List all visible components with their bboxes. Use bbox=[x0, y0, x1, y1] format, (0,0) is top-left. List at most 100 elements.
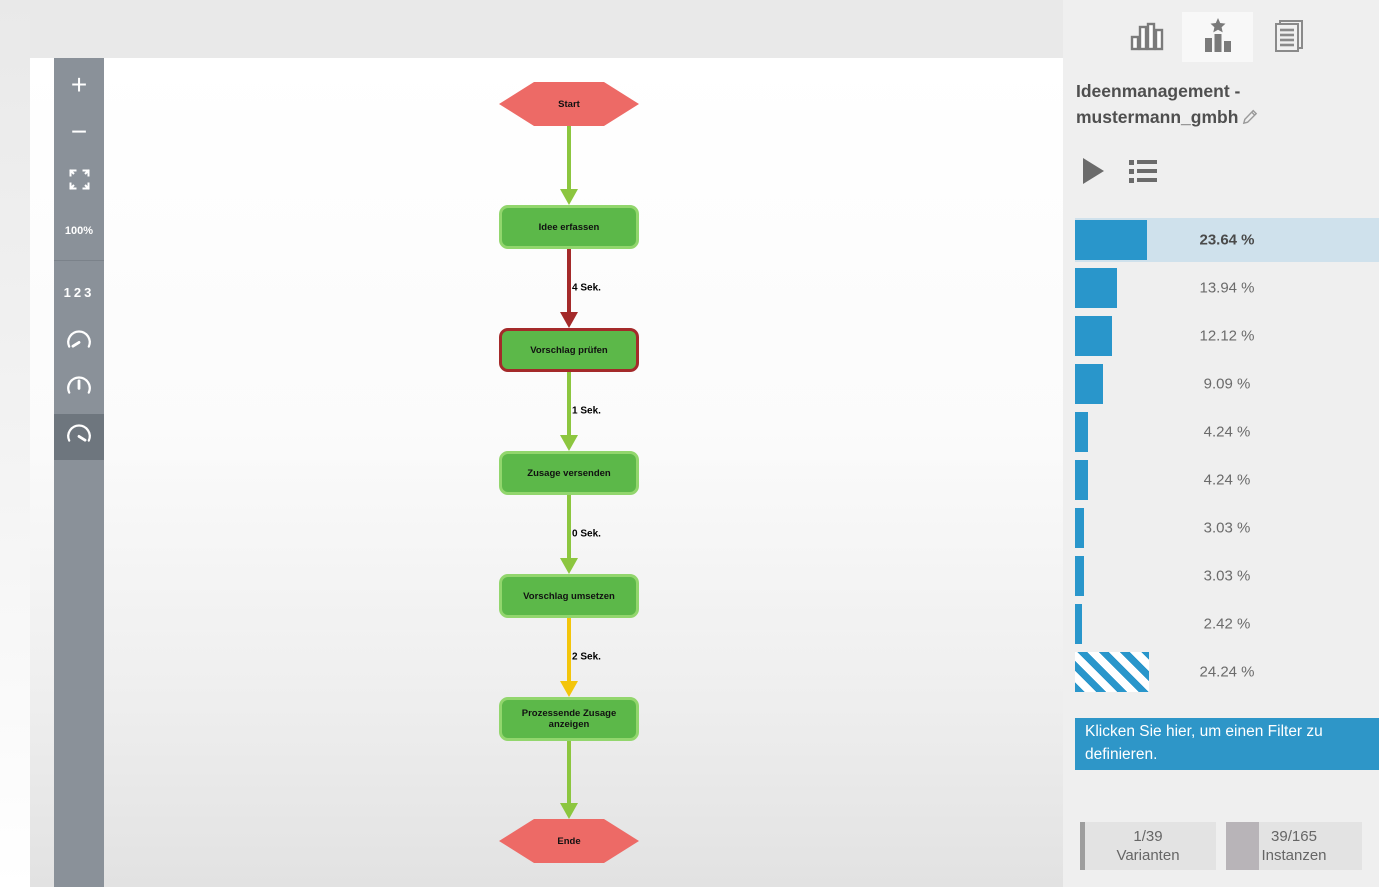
gauge-slow-button[interactable] bbox=[54, 320, 104, 366]
tab-variants-chart[interactable] bbox=[1111, 12, 1182, 62]
canvas-toolbar: + − 100% 123 bbox=[54, 58, 104, 887]
variant-row[interactable]: 3.03 % bbox=[1075, 554, 1379, 598]
variant-bar[interactable] bbox=[1075, 460, 1088, 500]
flow-edge-arrowhead bbox=[560, 681, 578, 697]
tab-report[interactable] bbox=[1253, 12, 1324, 62]
variant-bar[interactable] bbox=[1075, 604, 1083, 644]
variant-bar[interactable] bbox=[1075, 508, 1085, 548]
variant-percentage: 3.03 % bbox=[1203, 519, 1251, 537]
flow-edge-arrowhead bbox=[560, 312, 578, 328]
edit-title-icon[interactable] bbox=[1242, 106, 1259, 132]
flow-node-label: Start bbox=[558, 98, 580, 110]
process-title-line1: Ideenmanagement - bbox=[1076, 81, 1241, 101]
variant-list-view-button[interactable] bbox=[1129, 159, 1157, 188]
variant-bar[interactable] bbox=[1075, 316, 1112, 356]
tab-variants-star[interactable] bbox=[1182, 12, 1253, 62]
flow-node-ende[interactable]: Ende bbox=[499, 819, 639, 863]
variant-row[interactable]: 3.03 % bbox=[1075, 506, 1379, 550]
variant-row[interactable]: 2.42 % bbox=[1075, 602, 1379, 646]
variant-row[interactable]: 23.64 % bbox=[1075, 218, 1379, 262]
gauge-medium-icon bbox=[64, 373, 94, 406]
variant-bar-remaining[interactable] bbox=[1075, 652, 1149, 692]
gauge-fast-button[interactable] bbox=[54, 414, 104, 460]
bar-chart-outline-icon bbox=[1129, 18, 1165, 57]
variant-bar[interactable] bbox=[1075, 220, 1147, 260]
flow-edge[interactable] bbox=[567, 741, 571, 804]
zoom-level-indicator[interactable]: 100% bbox=[64, 225, 94, 237]
zoom-out-button[interactable]: − bbox=[70, 116, 88, 147]
flow-edge-duration-label: 0 Sek. bbox=[572, 527, 601, 539]
stat-box[interactable]: 39/165 Instanzen bbox=[1226, 822, 1362, 870]
variant-percentage: 13.94 % bbox=[1199, 279, 1255, 297]
process-title-line2: mustermann_gmbh bbox=[1076, 104, 1366, 132]
flow-edge[interactable] bbox=[567, 372, 571, 436]
flow-edge[interactable] bbox=[567, 126, 571, 190]
flow-node-label: Zusage versenden bbox=[527, 467, 611, 479]
variant-row[interactable]: 13.94 % bbox=[1075, 266, 1379, 310]
flow-node-zusage-versenden[interactable]: Zusage versenden bbox=[499, 451, 639, 495]
flow-edge-arrowhead bbox=[560, 803, 578, 819]
zoom-in-button[interactable]: + bbox=[70, 69, 88, 100]
stat-box[interactable]: 1/39 Varianten bbox=[1080, 822, 1216, 870]
flow-node-label: Idee erfassen bbox=[538, 221, 600, 233]
flow-node-label: Vorschlag prüfen bbox=[530, 344, 608, 356]
flow-node-idee-erfassen[interactable]: Idee erfassen bbox=[499, 205, 639, 249]
sidebar-tabs bbox=[1111, 12, 1324, 62]
variant-row[interactable]: 24.24 % bbox=[1075, 650, 1379, 694]
flow-edge[interactable] bbox=[567, 495, 571, 559]
flow-node-vorschlag-pruefen[interactable]: Vorschlag prüfen bbox=[499, 328, 639, 372]
variant-percentage: 2.42 % bbox=[1203, 615, 1251, 633]
play-icon bbox=[1081, 157, 1105, 190]
variant-percentage: 12.12 % bbox=[1199, 327, 1255, 345]
variant-percentage: 24.24 % bbox=[1199, 663, 1255, 681]
variant-row[interactable]: 4.24 % bbox=[1075, 410, 1379, 454]
variant-bar[interactable] bbox=[1075, 412, 1088, 452]
flow-edge-duration-label: 2 Sek. bbox=[572, 650, 601, 662]
star-bar-chart-icon bbox=[1201, 17, 1235, 58]
filter-banner-text: Klicken Sie hier, um einen Filter zu def… bbox=[1085, 723, 1323, 763]
flow-node-prozessende-zusage-anzeigen[interactable]: Prozessende Zusage anzeigen bbox=[499, 697, 639, 741]
variant-percentage: 4.24 % bbox=[1203, 471, 1251, 489]
filter-banner[interactable]: Klicken Sie hier, um einen Filter zu def… bbox=[1075, 718, 1379, 770]
variant-percentage: 9.09 % bbox=[1203, 375, 1251, 393]
flow-edge-arrowhead bbox=[560, 189, 578, 205]
gauge-medium-button[interactable] bbox=[54, 366, 104, 412]
variant-row[interactable]: 4.24 % bbox=[1075, 458, 1379, 502]
flow-edge[interactable] bbox=[567, 249, 571, 313]
variants-fill-indicator bbox=[1080, 822, 1085, 870]
variant-percentage: 3.03 % bbox=[1203, 567, 1251, 585]
footer-stats: 1/39 Varianten 39/165 Instanzen bbox=[1080, 822, 1362, 870]
flow-node-label: Ende bbox=[557, 835, 581, 847]
page-left-margin bbox=[0, 0, 30, 887]
report-pages-icon bbox=[1272, 17, 1306, 58]
flow-node-label: Vorschlag umsetzen bbox=[523, 590, 615, 602]
flow-edge-duration-label: 1 Sek. bbox=[572, 404, 601, 416]
variant-bar[interactable] bbox=[1075, 268, 1118, 308]
process-title: Ideenmanagement - mustermann_gmbh bbox=[1076, 78, 1366, 132]
variant-row[interactable]: 9.09 % bbox=[1075, 362, 1379, 406]
variant-bar[interactable] bbox=[1075, 364, 1103, 404]
flow-node-start[interactable]: Start bbox=[499, 82, 639, 126]
variant-percentage: 23.64 % bbox=[1199, 231, 1255, 249]
flow-edge[interactable] bbox=[567, 618, 571, 682]
flow-node-label: Prozessende Zusage anzeigen bbox=[521, 708, 617, 730]
variant-percentage: 4.24 % bbox=[1203, 423, 1251, 441]
variant-bar[interactable] bbox=[1075, 556, 1085, 596]
show-numbers-button[interactable]: 123 bbox=[63, 284, 95, 300]
play-animation-button[interactable] bbox=[1081, 157, 1105, 190]
flow-node-vorschlag-umsetzen[interactable]: Vorschlag umsetzen bbox=[499, 574, 639, 618]
instances-fill-indicator bbox=[1226, 822, 1259, 870]
instances-count: 39/165 Instanzen bbox=[1261, 828, 1327, 864]
gauge-fast-icon bbox=[64, 421, 94, 454]
toolbar-divider bbox=[54, 260, 104, 261]
sidebar-actions bbox=[1081, 157, 1157, 190]
variant-list: 23.64 % 13.94 % 12.12 % 9.09 % 4.24 % 4.24 % 3… bbox=[1075, 218, 1379, 698]
variants-count: 1/39 Varianten bbox=[1116, 828, 1180, 864]
fit-to-screen-button[interactable] bbox=[54, 158, 104, 204]
fit-to-screen-icon bbox=[68, 168, 90, 195]
analysis-sidebar: Ideenmanagement - mustermann_gmbh 23.6 bbox=[1063, 0, 1379, 887]
flow-edge-arrowhead bbox=[560, 435, 578, 451]
variant-row[interactable]: 12.12 % bbox=[1075, 314, 1379, 358]
flow-edge-duration-label: 4 Sek. bbox=[572, 281, 601, 293]
